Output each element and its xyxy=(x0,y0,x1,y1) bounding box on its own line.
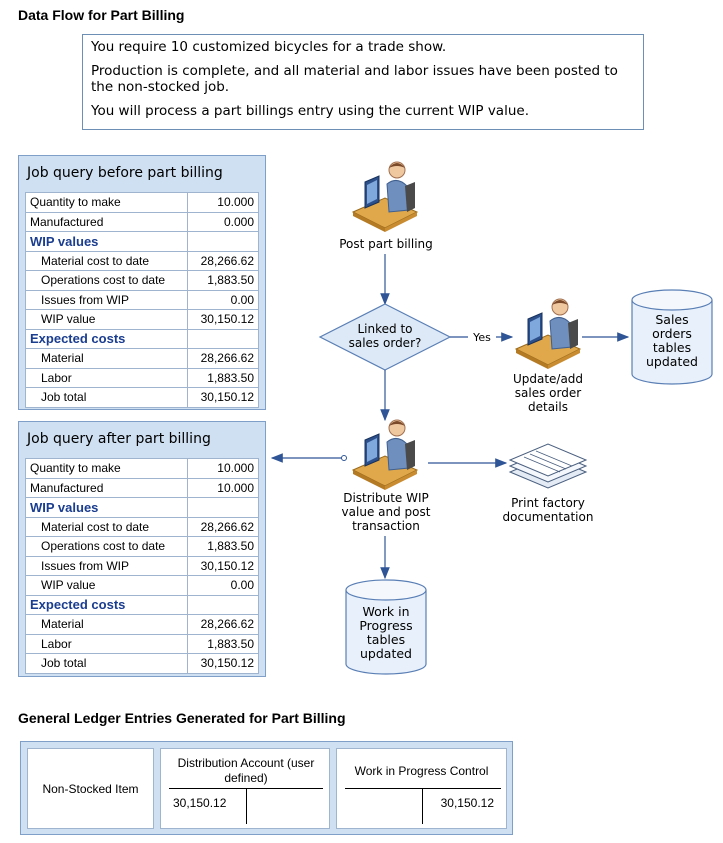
gl-wip-control: Work in Progress Control 30,150.12 xyxy=(336,748,507,829)
query-row-label: Job total xyxy=(25,387,188,408)
query-row-value: 28,266.62 xyxy=(187,516,259,537)
gl-entries-panel: Non-Stocked Item Distribution Account (u… xyxy=(20,741,513,835)
query-row-value: 0.00 xyxy=(187,575,259,596)
query-row-value: 30,150.12 xyxy=(187,387,259,408)
gl-wip-control-label: Work in Progress Control xyxy=(354,764,489,778)
query-row-label: Quantity to make xyxy=(25,192,188,213)
scenario-line-1: You require 10 customized bicycles for a… xyxy=(91,39,447,55)
query-row-value: 30,150.12 xyxy=(187,309,259,330)
query-row-value: 30,150.12 xyxy=(187,653,259,674)
scenario-line-2: Production is complete, and all material… xyxy=(91,63,618,95)
query-row-label: WIP values xyxy=(25,497,188,518)
query-row-label: Quantity to make xyxy=(25,458,188,479)
job-query-after-title: Job query after part billing xyxy=(27,431,211,447)
gl-distribution-label: Distribution Account (user defined) xyxy=(177,756,315,785)
decision-label: Linked to sales order? xyxy=(348,322,422,350)
sales-db-icon xyxy=(631,289,713,385)
wip-db-label: Work in Progress tables updated xyxy=(359,604,413,661)
distribute-label: Distribute WIP value and post transactio… xyxy=(341,491,431,533)
print-documents-icon xyxy=(508,443,588,489)
query-row: WIP values xyxy=(25,231,259,252)
query-row-label: Operations cost to date xyxy=(25,270,188,291)
gl-item-label: Non-Stocked Item xyxy=(42,782,139,796)
query-row-label: Job total xyxy=(25,653,188,674)
print-docs-label: Print factory documentation xyxy=(502,496,594,524)
query-row-value: 28,266.62 xyxy=(187,614,259,635)
yes-label: Yes xyxy=(468,331,496,345)
gl-heading: General Ledger Entries Generated for Par… xyxy=(18,710,346,726)
gl-distribution-account: Distribution Account (user defined) 30,1… xyxy=(160,748,330,829)
gl-item-box: Non-Stocked Item xyxy=(27,748,154,829)
gl-wip-credit: 30,150.12 xyxy=(440,796,494,810)
distribute-person-icon xyxy=(352,419,418,491)
update-sales-person-icon xyxy=(515,298,581,370)
query-row: WIP values xyxy=(25,497,259,518)
query-row-label: Operations cost to date xyxy=(25,536,188,557)
post-part-billing-person-icon xyxy=(352,161,418,233)
scenario-box: You require 10 customized bicycles for a… xyxy=(82,34,644,130)
data-flow-heading: Data Flow for Part Billing xyxy=(18,7,185,23)
scenario-line-3: You will process a part billings entry u… xyxy=(91,103,529,119)
update-sales-label: Update/add sales order details xyxy=(512,372,584,414)
query-row: Expected costs xyxy=(25,594,259,615)
gl-distribution-debit: 30,150.12 xyxy=(173,796,227,810)
flow-diagram xyxy=(270,161,713,675)
wip-db-icon xyxy=(345,579,427,675)
job-query-before-panel: Job query before part billing Quantity t… xyxy=(18,155,266,410)
post-part-billing-label: Post part billing xyxy=(339,237,433,251)
job-query-before-title: Job query before part billing xyxy=(27,165,223,181)
query-row-value: 1,883.50 xyxy=(187,367,259,388)
job-query-after-panel: Job query after part billing Quantity to… xyxy=(18,421,266,677)
sales-db-label: Sales orders tables updated xyxy=(646,312,698,369)
